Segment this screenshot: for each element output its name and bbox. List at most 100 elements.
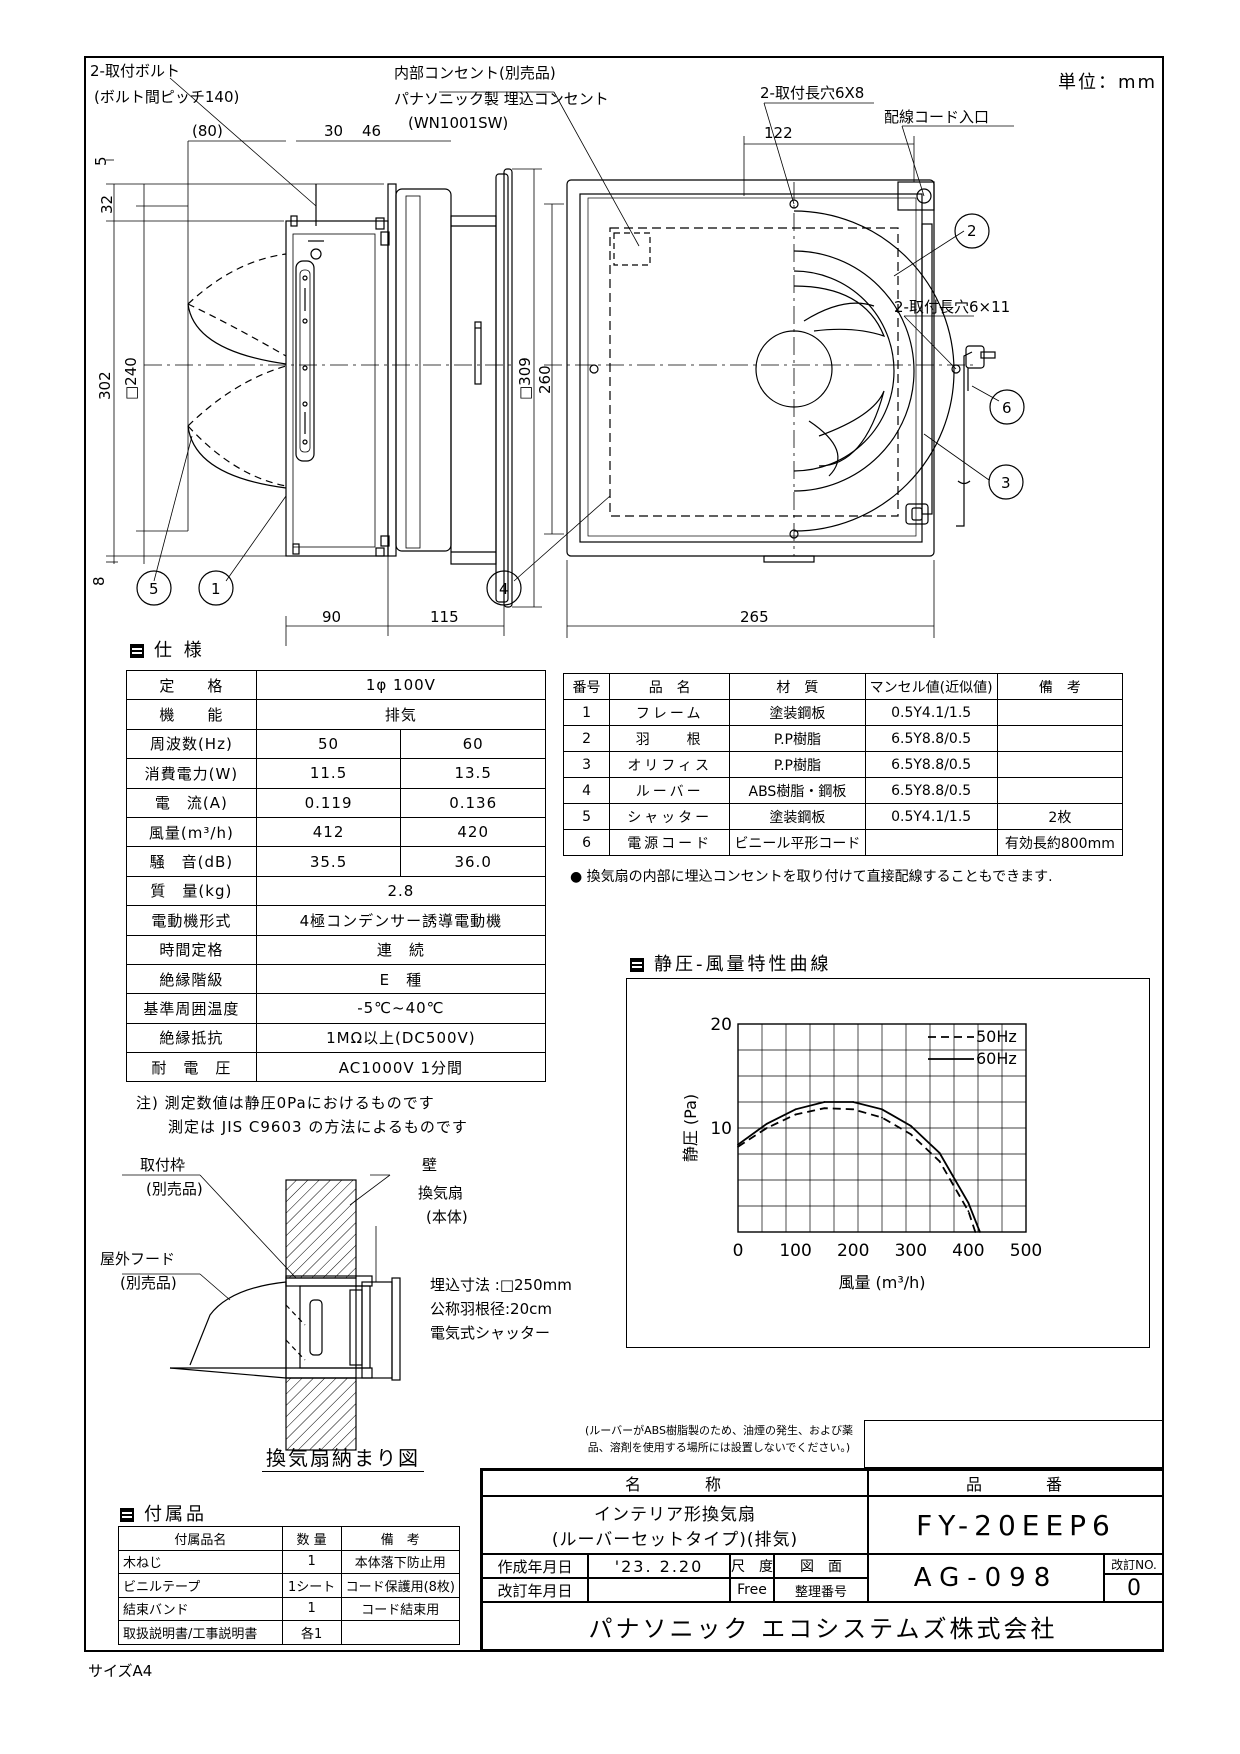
dim-80: (80) (192, 122, 223, 140)
parts-cell (996, 777, 1124, 804)
bolt-pitch-callout: (ボルト間ピッチ140) (94, 88, 239, 106)
spec-row: 時間定格連 続 (126, 934, 547, 965)
spec-label: 耐 電 圧 (126, 1052, 257, 1083)
parts-cell: フレーム (609, 699, 731, 726)
created-date: '23. 2.20 (588, 1554, 730, 1578)
parts-cell: 4 (562, 777, 611, 804)
data-point (967, 1210, 970, 1213)
accessory-cell: 1 (281, 1549, 342, 1574)
data-point (967, 1201, 970, 1204)
dim-115: 115 (430, 608, 459, 626)
spec-value: E 種 (255, 963, 547, 995)
spec-label: 機 能 (126, 699, 257, 730)
marker-5: 5 (149, 580, 159, 598)
revision-label: 改訂NO. (1104, 1554, 1164, 1574)
parts-cell: ビニール平形コード (729, 829, 866, 856)
data-point (765, 1122, 768, 1125)
y-tick-label: 20 (710, 1015, 732, 1035)
wall-upper (285, 1179, 357, 1279)
parts-cell: 2枚 (996, 803, 1124, 830)
marker-6: 6 (1002, 399, 1012, 417)
accessory-cell: 結束バンド (118, 1596, 283, 1621)
accessory-cell: ビニルテープ (118, 1573, 283, 1598)
caution-note: (ルーバーがABS樹脂製のため、油煙の発生、および薬品、溶剤を使用する場所には設… (584, 1424, 854, 1454)
title-block: 名 称 品 番 インテリア形換気扇 (ルーバーセットタイプ)(排気) FY-20… (480, 1468, 1164, 1652)
dim-30: 30 (324, 122, 343, 140)
spec-note-2: 測定は JIS C9603 の方法によるものです (168, 1118, 468, 1136)
chart-box (626, 978, 1150, 1348)
outdoor-hood (170, 1281, 287, 1369)
spec-value: AC1000V 1分間 (255, 1052, 547, 1083)
parts-cell: オリフィス (609, 751, 731, 778)
parts-header: 備 考 (996, 673, 1124, 700)
spec-row: 機 能排気 (126, 699, 547, 730)
install-title: 換気扇納まり図 (262, 1442, 424, 1472)
spec-value-50hz: 0.119 (255, 787, 402, 818)
data-point (881, 1108, 883, 1111)
accessory-cell (340, 1620, 461, 1645)
marker-2: 2 (967, 222, 977, 240)
spec-value-60hz: 36.0 (400, 846, 546, 877)
accessory-cell: コード結束用 (340, 1596, 461, 1621)
accessory-cell: 取扱説明書/工事説明書 (118, 1620, 283, 1645)
marker-3: 3 (1001, 474, 1011, 492)
data-point (938, 1160, 941, 1163)
model-header: 品 番 (868, 1470, 1164, 1496)
spec-value: 2.8 (255, 875, 547, 907)
unit-label: 単位：mm (1058, 72, 1158, 93)
slot-side-callout: 2-取付長穴6×11 (894, 298, 1010, 316)
data-point (852, 1108, 855, 1111)
spec-value-60hz: 420 (400, 816, 546, 848)
accessory-heading: 付属品 (120, 1500, 207, 1526)
parts-header: 材 質 (729, 673, 866, 700)
spec-value: 1φ 100V (255, 669, 547, 701)
accessory-row: 取扱説明書/工事説明書各1 (118, 1620, 461, 1645)
legend-label: 50Hz (976, 1027, 1017, 1046)
drawing-number: AG-098 (868, 1554, 1104, 1602)
data-point (737, 1145, 739, 1148)
data-point (909, 1133, 912, 1136)
y-axis-label: 静圧 (Pa) (681, 1094, 700, 1162)
product-name: インテリア形換気扇 (594, 1505, 756, 1525)
data-point (737, 1143, 739, 1146)
x-tick-label: 100 (779, 1241, 811, 1261)
data-point (979, 1231, 981, 1233)
spec-heading: 仕 様 (130, 636, 205, 662)
spec-value-50hz: 11.5 (255, 758, 402, 789)
parts-cell: 0.5Y4.1/1.5 (864, 699, 998, 726)
series-line-60Hz (737, 1101, 981, 1233)
outlet-maker: パナソニック製 埋込コンセント (394, 90, 609, 108)
accessory-cell: 本体落下防止用 (340, 1549, 461, 1574)
parts-cell: シャッター (609, 803, 731, 830)
parts-cell: ルーバー (609, 777, 731, 804)
install-diagram: 取付枠 (別売品) 壁 換気扇 (本体) 屋外フード (別売品) 埋込寸法 :□… (100, 1156, 572, 1451)
parts-cell: 塗装鋼板 (729, 803, 866, 830)
spec-value: 4極コンデンサー誘導電動機 (255, 905, 547, 936)
data-point (881, 1116, 883, 1119)
y-tick-label: 10 (710, 1119, 732, 1139)
company-name: パナソニック エコシステムズ株式会社 (482, 1602, 1164, 1650)
product-name-cell: インテリア形換気扇 (ルーバーセットタイプ)(排気) (482, 1496, 868, 1554)
spec-label: 電 流(A) (126, 787, 257, 818)
accessory-header: 数 量 (281, 1526, 342, 1551)
parts-header: 品 名 (609, 673, 731, 700)
fan-circle (793, 210, 955, 532)
legend-label: 60Hz (976, 1049, 1017, 1068)
parts-cell: 塗装鋼板 (729, 699, 866, 726)
parts-cell: ABS樹脂・鋼板 (729, 777, 866, 804)
side-shutter-slot (295, 260, 315, 462)
x-tick-label: 200 (837, 1241, 869, 1261)
parts-cell (996, 725, 1124, 752)
spec-row: 質 量(kg)2.8 (126, 875, 547, 907)
data-point (794, 1113, 797, 1116)
install-wall-label: 壁 (422, 1156, 437, 1174)
